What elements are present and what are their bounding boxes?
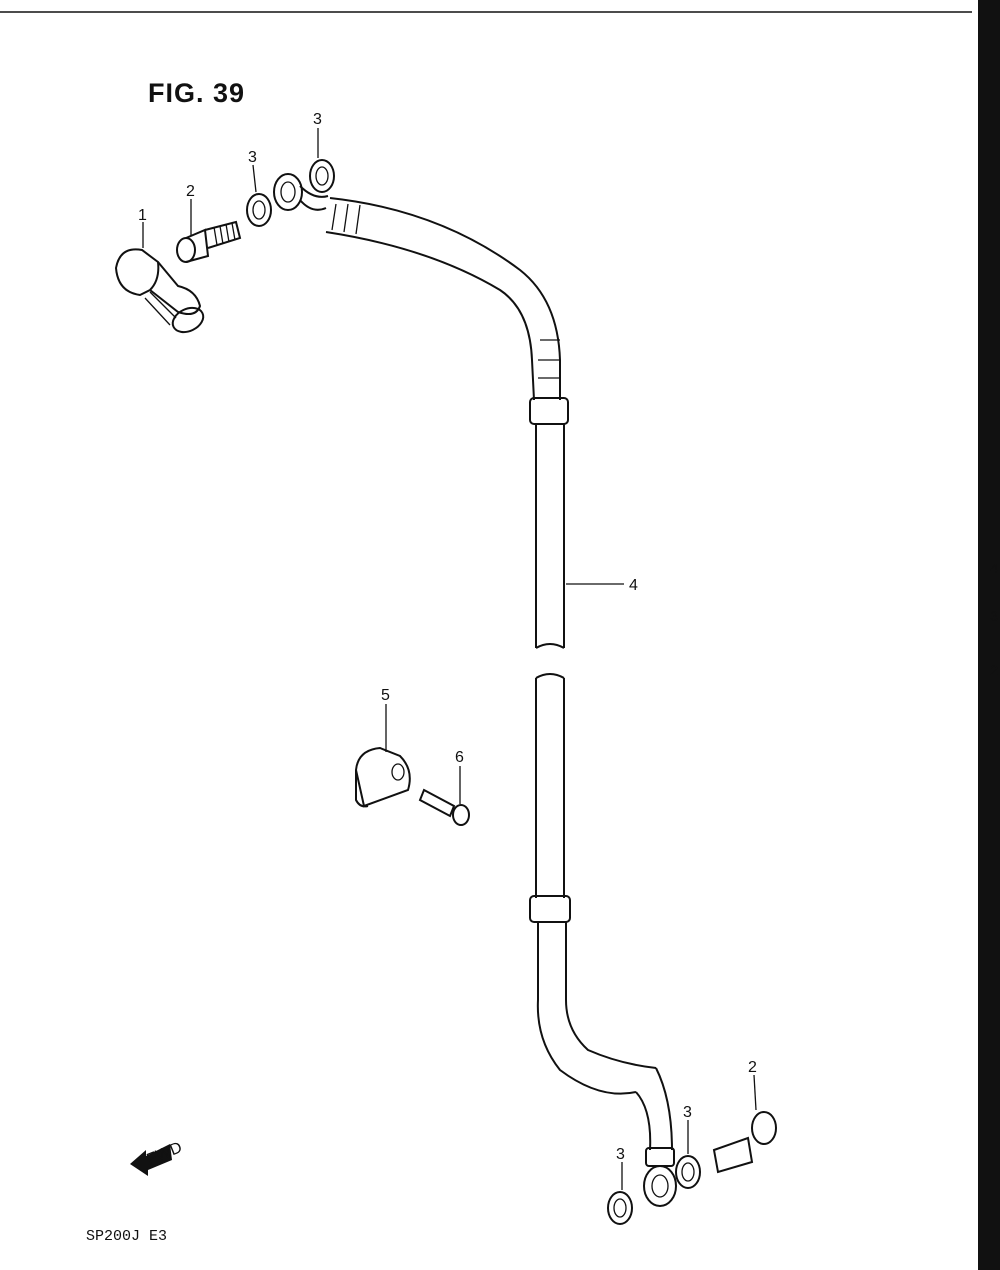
callout-4: 4 (629, 577, 638, 594)
callout-3-d: 3 (616, 1146, 625, 1163)
part-3-washer-a-hole (252, 200, 266, 220)
part-3-washer-b (309, 159, 335, 193)
part-3-washer-b-hole (315, 166, 329, 186)
callout-2-top: 2 (186, 183, 195, 200)
right-border (978, 0, 1000, 1270)
part-2-bolt-bottom (712, 1111, 777, 1174)
part-3-washer-d-hole (613, 1198, 627, 1218)
callout-3-b: 3 (313, 111, 322, 128)
callout-5: 5 (381, 687, 390, 704)
edge-fragment-3: 3 (990, 608, 998, 624)
leader-lines (142, 128, 757, 1190)
part-3-washer-d (607, 1191, 633, 1225)
callout-3-a: 3 (248, 149, 257, 166)
part-4-brake-hose (273, 173, 677, 1207)
model-code: SP200J E3 (86, 1228, 168, 1245)
part-2-bolt-top (176, 220, 242, 263)
edge-fragment-4: 4 (990, 560, 998, 576)
fwd-label: FWD (144, 1139, 184, 1168)
part-1-cap (114, 248, 205, 334)
callout-3-c: 3 (683, 1104, 692, 1121)
edge-fragment-2: 2 (990, 662, 998, 678)
part-6-screw (418, 788, 470, 826)
fwd-arrow-icon: FWD (130, 1139, 185, 1176)
callout-2-bottom: 2 (748, 1059, 757, 1076)
part-3-washer-c (675, 1155, 701, 1189)
callout-1: 1 (138, 207, 147, 224)
figure-title: FIG. 39 (148, 78, 246, 108)
part-3-washer-c-hole (681, 1162, 695, 1182)
part-5-clamp (354, 746, 411, 808)
callout-6: 6 (455, 749, 464, 766)
part-3-washer-a (246, 193, 272, 227)
